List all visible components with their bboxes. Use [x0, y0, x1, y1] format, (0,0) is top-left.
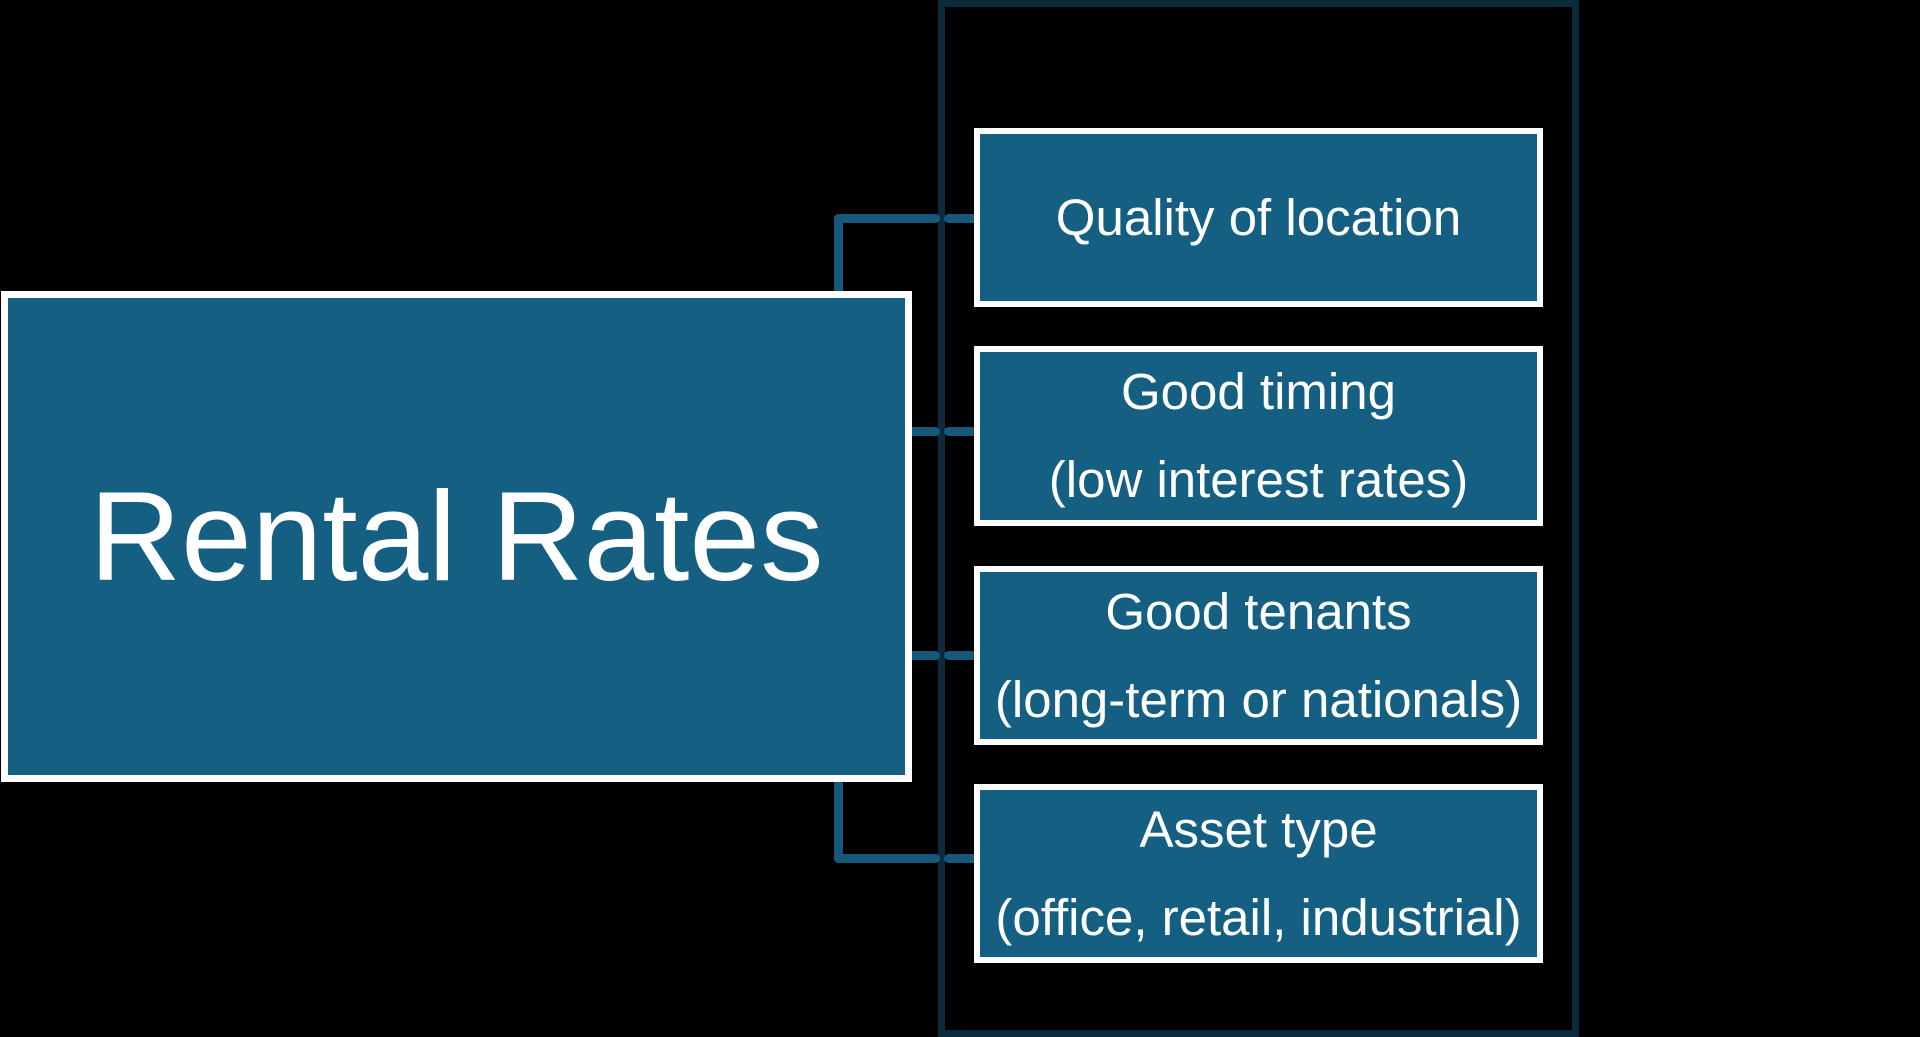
connector-middle2-stub — [944, 651, 977, 660]
factor-box-good-tenants: Good tenants (long-term or nationals) — [974, 566, 1543, 745]
factor-line-2: (long-term or nationals) — [994, 670, 1523, 728]
connector-top-elbow-vertical — [834, 214, 843, 297]
factor-box-asset-type: Asset type (office, retail, industrial) — [974, 784, 1543, 963]
rental-rates-box: Rental Rates — [1, 291, 912, 782]
factor-line-1: Good timing — [1121, 363, 1396, 420]
rental-rates-label: Rental Rates — [89, 464, 824, 607]
connector-bottom-elbow-horizontal — [834, 854, 940, 863]
factor-line-2: (low interest rates) — [1048, 451, 1469, 508]
factor-line-1: Good tenants — [1105, 582, 1412, 640]
connector-bottom-stub — [944, 854, 977, 863]
connector-middle1-segment — [906, 427, 940, 436]
connector-top-stub — [944, 214, 977, 223]
connector-top-elbow-horizontal — [834, 214, 940, 223]
factor-line-1: Asset type — [1139, 800, 1378, 858]
factors-frame — [938, 0, 1579, 1037]
connector-middle2-segment — [906, 651, 940, 660]
factor-box-good-timing: Good timing (low interest rates) — [974, 346, 1543, 526]
factor-line-1: Quality of location — [1055, 188, 1462, 246]
factor-box-quality-of-location: Quality of location — [974, 128, 1543, 307]
connector-bottom-elbow-vertical — [834, 776, 843, 863]
factor-line-2: (office, retail, industrial) — [995, 888, 1522, 946]
connector-middle1-stub — [944, 427, 977, 436]
